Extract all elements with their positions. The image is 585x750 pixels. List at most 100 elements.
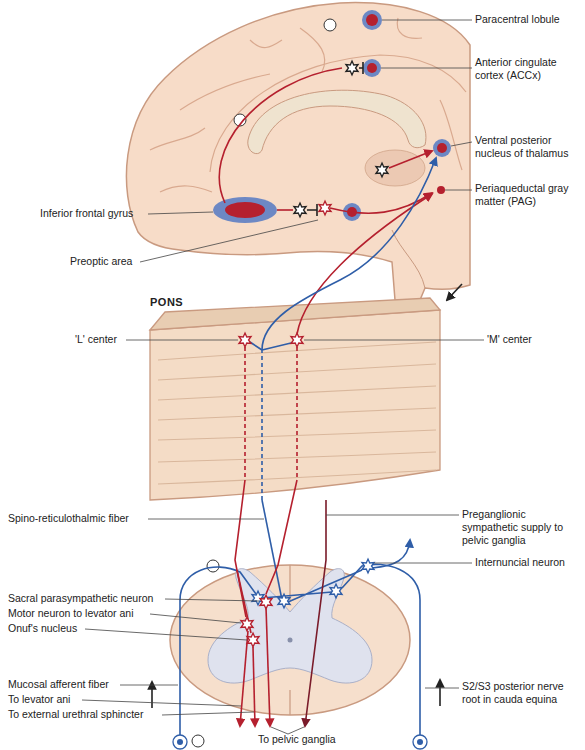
leader-line (326, 515, 459, 516)
spinal-pathway (439, 680, 441, 706)
neuron-symbol (294, 203, 306, 217)
brain-nucleus-marker (437, 143, 447, 153)
neuron-symbol (346, 61, 358, 75)
leader-line (165, 599, 259, 601)
spinal-pathway (244, 347, 246, 480)
pons-striation (158, 342, 436, 484)
brain-pathway (389, 151, 432, 168)
neuron-symbol (376, 163, 388, 177)
spinal-pathway (151, 682, 153, 708)
brainstem (392, 230, 425, 288)
brain-nucleus-marker (213, 10, 451, 223)
gyrus-line (180, 74, 270, 110)
spinal-pathway (266, 480, 297, 594)
pons-section: PONS (145, 294, 445, 506)
anatomy-label: Ventral posterior nucleus of thalamus (475, 134, 583, 160)
empty-callout-circle (192, 735, 204, 747)
ganglion-symbol (177, 739, 183, 745)
brain-nucleus-marker (437, 186, 445, 194)
spinal-cord-outline (170, 565, 410, 715)
leader-line (304, 340, 484, 341)
brain-nucleus-marker (343, 203, 361, 221)
anatomy-label: To external urethral sphincter (8, 708, 178, 721)
anatomy-label: Onuf's nucleus (8, 622, 108, 635)
spinal-pathway (372, 540, 410, 568)
brain-nucleus-marker (366, 14, 378, 26)
neuron-symbol (319, 201, 331, 215)
neuron-symbol (247, 633, 259, 647)
anatomy-label: 'M' center (487, 333, 567, 346)
leader-line (445, 190, 472, 191)
spinal-pathway (235, 480, 246, 617)
pons-striation (158, 342, 436, 360)
neuron-symbol (362, 559, 374, 573)
brain-nucleus-marker (362, 10, 382, 30)
brain-pathway (219, 68, 342, 203)
anatomy-label: Motor neuron to levator ani (8, 607, 158, 620)
central-canal (288, 638, 293, 643)
brain-nucleus-marker (433, 139, 451, 157)
brain-nucleus-marker (367, 63, 377, 73)
neuron-symbol (239, 333, 374, 647)
gyrus-line (300, 28, 325, 72)
leader-line (451, 142, 472, 146)
anatomy-label: Periaqueductal gray matter (PAG) (475, 182, 580, 208)
spinal-pathway (237, 570, 251, 633)
gyrus-line (150, 18, 466, 192)
spinal-pathway (253, 647, 255, 726)
pons-outline (145, 294, 445, 506)
leader-line (85, 629, 247, 640)
corpus-callosum (248, 90, 426, 153)
brain-pathway (447, 284, 462, 300)
anatomy-label: Mucosal afferent fiber (8, 678, 158, 691)
spinal-pathway (262, 500, 282, 600)
spinal-pathway (266, 607, 270, 726)
leader-line (374, 563, 472, 564)
leader-line (148, 519, 264, 520)
empty-callout-circle (207, 560, 219, 572)
anatomy-label: To pelvic ganglia (258, 733, 358, 746)
brain-pathway (330, 193, 432, 213)
empty-callout-circle (192, 19, 336, 747)
anatomy-label: Sacral parasympathetic neuron (8, 592, 168, 605)
spinal-pathway (305, 500, 326, 726)
leader-line (126, 340, 238, 341)
leader-line (82, 700, 241, 706)
anatomy-label: Paracentral lobule (475, 13, 583, 26)
empty-callout-circle (324, 19, 336, 31)
spinal-pathway (240, 631, 248, 726)
spinal-pathway (296, 347, 298, 480)
anatomy-label: To levator ani (8, 693, 108, 706)
leader-line (120, 685, 178, 686)
spinal-cord-section (170, 565, 410, 715)
ganglion-symbol (173, 735, 187, 749)
pons-striation (158, 452, 436, 462)
leader-line (162, 712, 254, 715)
leader-line (148, 212, 213, 214)
leader-line (82, 20, 484, 734)
brain-nucleus-marker (363, 59, 381, 77)
gyrus-line (397, 18, 422, 38)
neuron-symbol (239, 333, 251, 347)
pons-striation (158, 430, 436, 440)
gyrus-line (210, 55, 466, 172)
brain-pathway (262, 158, 436, 350)
anatomy-label: Internuncial neuron (475, 556, 583, 569)
brain-pathway (359, 62, 363, 74)
brain-nucleus-marker (347, 207, 357, 217)
anatomy-label: Spino-reticulothalmic fiber (8, 512, 158, 525)
anatomy-label: Anterior cingulate cortex (ACCx) (475, 56, 575, 82)
leader-line (150, 614, 241, 623)
neuron-symbol (260, 595, 272, 609)
brain-pathway (277, 209, 293, 211)
spinal-pathway (261, 350, 263, 500)
anatomy-label: Preganglionic sympathetic supply to pelv… (462, 508, 582, 547)
leader-line (425, 688, 459, 689)
pons-striation (158, 386, 436, 400)
brain-section (126, 3, 470, 300)
ganglion-symbol (413, 735, 427, 749)
brain-pathway (219, 62, 462, 350)
neuron-symbol (278, 594, 290, 608)
